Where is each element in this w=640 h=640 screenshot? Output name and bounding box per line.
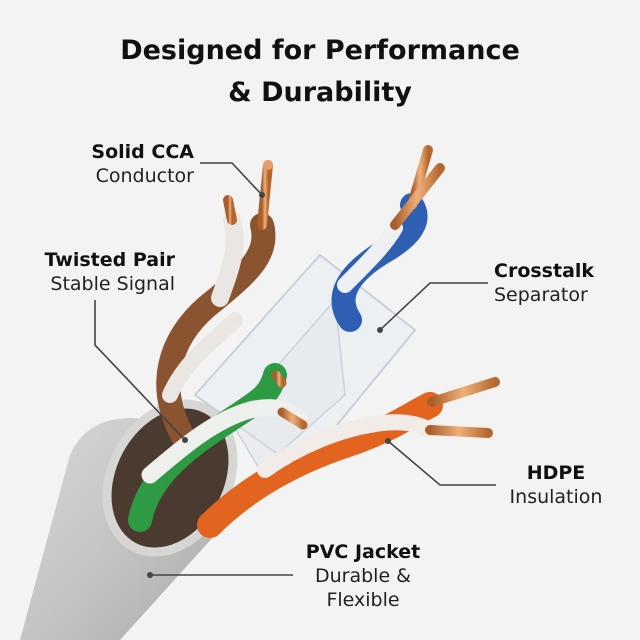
leader-twisted-pair — [94, 300, 186, 441]
leader-dots — [147, 192, 391, 578]
callout-pvc-jacket-subtitle-2: Flexible — [326, 589, 400, 611]
headline-line-2: & Durability — [228, 77, 412, 108]
leader-lines — [94, 162, 496, 576]
orange-twisted-pair — [197, 377, 500, 538]
callout-pvc-jacket: PVC Jacket Durable & Flexible — [288, 540, 438, 612]
callout-hdpe-title: HDPE — [526, 462, 586, 484]
callout-hdpe-subtitle: Insulation — [509, 486, 603, 508]
callout-twisted-pair-title: Twisted Pair — [44, 249, 175, 271]
headline-line-1: Designed for Performance — [120, 35, 520, 66]
callout-hdpe: HDPE Insulation — [496, 461, 616, 509]
callout-twisted-pair: Twisted Pair Stable Signal — [10, 248, 175, 296]
green-twisted-pair — [128, 363, 309, 532]
leader-hdpe — [387, 440, 496, 486]
callout-solid-cca-title: Solid CCA — [91, 141, 194, 163]
callout-solid-cca-subtitle: Conductor — [95, 165, 194, 187]
callout-twisted-pair-subtitle: Stable Signal — [50, 273, 175, 295]
callout-solid-cca: Solid CCA Conductor — [40, 140, 194, 188]
headline: Designed for Performance & Durability — [0, 30, 640, 114]
leader-crosstalk — [379, 282, 488, 331]
callout-pvc-jacket-title: PVC Jacket — [305, 541, 421, 563]
brown-twisted-pair — [156, 160, 276, 452]
leader-solid-cca — [200, 162, 263, 196]
callout-crosstalk-subtitle: Separator — [494, 284, 588, 306]
callout-crosstalk: Crosstalk Separator — [494, 259, 634, 307]
callout-pvc-jacket-subtitle-1: Durable & — [314, 565, 411, 587]
blue-twisted-pair — [331, 145, 445, 332]
callout-crosstalk-title: Crosstalk — [494, 260, 595, 282]
